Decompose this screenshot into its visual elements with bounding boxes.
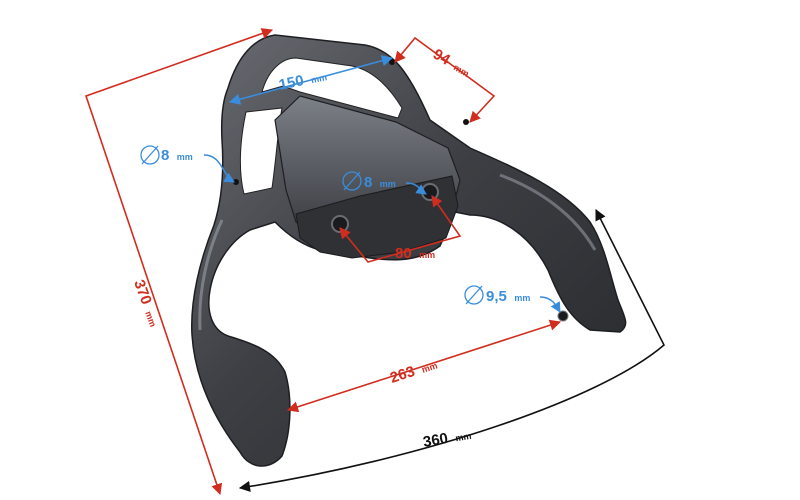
diameter-symbol-icon <box>342 171 362 191</box>
dimension-263-label: 263 mm <box>388 356 439 387</box>
hole-callout-8-center-label: 8 mm <box>364 174 396 191</box>
hole-callout-8-left-leader <box>203 154 235 183</box>
hole-callout-8-left-label: 8 mm <box>161 147 193 164</box>
hole-callout-9-5-right-label: 9,5 mm <box>486 288 530 305</box>
dimension-94-label: 94 mm <box>430 46 473 81</box>
dimension-150: 150 mm <box>228 55 394 105</box>
arm-hole-right <box>557 310 569 322</box>
diameter-symbol-slash <box>343 171 361 191</box>
dimension-370-label: 370 mm <box>130 278 163 329</box>
dimension-370-line <box>84 28 274 496</box>
diameter-symbol-slash <box>141 145 159 165</box>
diameter-symbol-icon <box>464 285 484 305</box>
mount-hole-left <box>331 215 349 233</box>
hole-callout-8-center: 8 mm <box>342 171 427 195</box>
dimension-263: 263 mm <box>286 319 562 413</box>
dimension-360-label: 360 mm <box>422 426 473 451</box>
diameter-symbol-icon <box>140 145 160 165</box>
dimension-150-label: 150 mm <box>277 67 328 94</box>
dimension-94-line <box>394 36 496 123</box>
dimension-360: 360 mm <box>238 208 665 492</box>
hole-callout-8-center-leader <box>405 182 427 195</box>
hole-callout-9-5-right-leader <box>539 296 561 313</box>
dimension-150-line <box>228 55 394 105</box>
diameter-symbol-slash <box>465 285 483 305</box>
hole-callout-9-5-right: 9,5 mm <box>464 285 561 313</box>
rail-hole-right-top <box>389 59 395 65</box>
dimension-360-line <box>238 208 665 492</box>
hole-callout-8-left: 8 mm <box>140 145 235 183</box>
rail-hole-right-mid <box>463 119 469 125</box>
